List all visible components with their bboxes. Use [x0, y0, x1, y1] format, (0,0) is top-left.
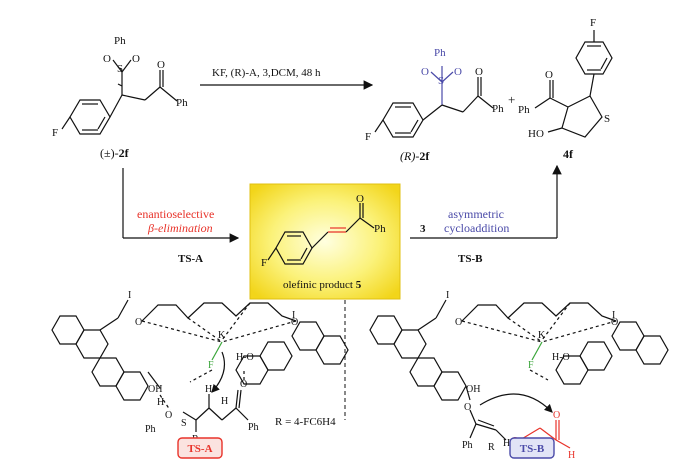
ts-b-badge: TS-B	[509, 437, 555, 459]
reagent-3: 3	[420, 223, 426, 235]
tsb-atom-r: R	[488, 442, 495, 453]
atom-ph-reactant: Ph	[114, 35, 126, 47]
product2-label: 4f	[563, 147, 574, 161]
product-r-2f	[374, 66, 494, 138]
atom-o-4f: O	[545, 69, 553, 81]
product-4f	[534, 30, 613, 138]
reactant-2f	[61, 59, 178, 135]
atom-o-product-1: O	[421, 66, 429, 78]
tsb-atom-h: H	[503, 438, 510, 449]
atom-ph-reactant-2: Ph	[176, 97, 188, 109]
ts-b-structure	[369, 299, 669, 449]
tsb-atom-i-1: I	[446, 290, 449, 301]
svg-text:TS-A: TS-A	[187, 443, 212, 455]
tsb-atom-o-4: O	[553, 410, 560, 421]
right-ts-label: TS-B	[458, 253, 483, 265]
olefin-product-box	[249, 183, 401, 300]
atom-ph-4f: Ph	[518, 104, 530, 116]
right-label-line1: asymmetric	[448, 207, 504, 221]
tsb-atom-k: K	[538, 330, 546, 341]
tsa-atom-o-4: O	[240, 379, 247, 390]
atom-o-reactant-3: O	[157, 59, 165, 71]
left-ts-label: TS-A	[178, 253, 203, 265]
tsa-atom-f: F	[208, 360, 214, 371]
atom-o-product-3: O	[475, 66, 483, 78]
tsb-atom-ho: H-O	[552, 352, 570, 363]
plus-sign: +	[508, 92, 515, 107]
atom-f-reactant: F	[52, 127, 58, 139]
atom-s-product: S	[438, 75, 444, 87]
atom-ph-olefin: Ph	[374, 223, 386, 235]
tsb-atom-ph: Ph	[462, 440, 473, 451]
tsa-atom-o-2: O	[291, 317, 298, 328]
reactant-label: (±)-2f	[100, 146, 130, 160]
tsa-atom-i-1: I	[128, 290, 131, 301]
tsa-atom-k: K	[218, 330, 226, 341]
tsa-atom-ph: Ph	[145, 424, 156, 435]
tsa-atom-ho: H-O	[236, 352, 254, 363]
tsb-atom-h-2: H	[568, 450, 575, 461]
tsa-atom-h-2: H	[205, 384, 212, 395]
tsa-atom-i-2: I	[292, 310, 295, 321]
tsa-atom-h-3: H	[221, 396, 228, 407]
tsa-atom-o-1: O	[135, 317, 142, 328]
tsb-atom-oh: OH	[466, 384, 480, 395]
left-label-line2: β-elimination	[147, 221, 213, 235]
top-conditions: KF, (R)-A, 3,DCM, 48 h	[212, 67, 321, 79]
atom-f-olefin: F	[261, 257, 267, 269]
atom-ho-4f: HO	[528, 128, 544, 140]
tsa-atom-s: S	[181, 418, 187, 429]
ts-a-badge: TS-A	[177, 437, 223, 459]
atom-o-product-2: O	[454, 66, 462, 78]
tsb-atom-o-2: O	[611, 317, 618, 328]
atom-o-reactant-1: O	[103, 53, 111, 65]
tsb-atom-o-1: O	[455, 317, 462, 328]
tsa-atom-oh: OH	[148, 384, 162, 395]
ts-a-structure	[51, 299, 349, 432]
atom-s-4f: S	[604, 113, 610, 125]
tsa-atom-o-3: O	[165, 410, 172, 421]
tsb-atom-i-2: I	[612, 310, 615, 321]
tsb-atom-o-3: O	[464, 402, 471, 413]
left-label-line1: enantioselective	[137, 207, 214, 221]
r-definition: R = 4-FC6H4	[275, 416, 336, 428]
right-label-line2: cycloaddition	[444, 221, 509, 235]
atom-f-product: F	[365, 131, 371, 143]
tsa-atom-ph-2: Ph	[248, 422, 259, 433]
svg-text:TS-B: TS-B	[520, 443, 545, 455]
tsa-atom-h-1: H	[157, 397, 164, 408]
product1-label: (R)-2f	[400, 149, 430, 163]
atom-ph-product: Ph	[434, 47, 446, 59]
atom-o-olefin: O	[356, 193, 364, 205]
atom-f-4f: F	[590, 17, 596, 29]
tsb-atom-f: F	[528, 360, 534, 371]
box-caption: olefinic product 5	[283, 279, 362, 291]
atom-s-reactant: S	[117, 63, 123, 75]
atom-ph-product-2: Ph	[492, 103, 504, 115]
atom-o-reactant-2: O	[132, 53, 140, 65]
